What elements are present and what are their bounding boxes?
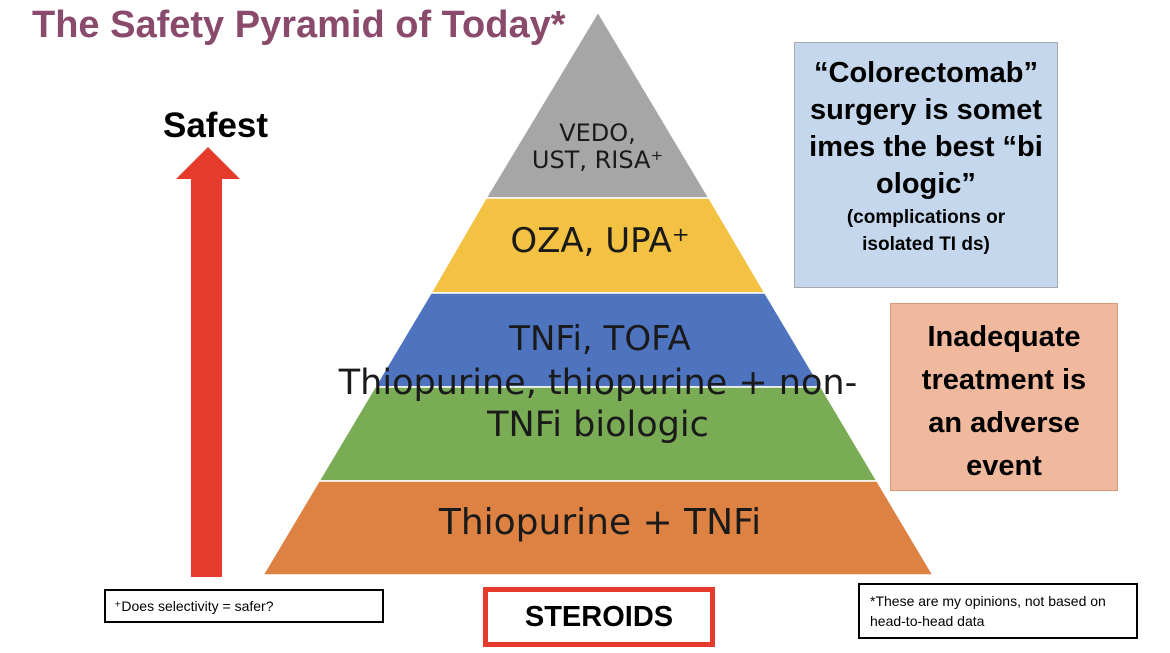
tier-bottom-label: Thiopurine + TNFi	[438, 502, 762, 543]
opinion-footnote: *These are my opinions, not based on hea…	[858, 583, 1138, 639]
adverse-event-text: Inadequate treatment is an adverse event	[921, 321, 1087, 482]
arrow-head	[176, 147, 240, 179]
tier-top-label-line2: UST, RISA⁺	[531, 145, 664, 174]
tier-3-label: TNFi, TOFA	[509, 319, 691, 359]
tier-bottom	[261, 480, 935, 576]
tier-top-label: VEDO, UST, RISA⁺	[500, 120, 695, 174]
tier-top-label-line1: VEDO,	[559, 119, 636, 147]
surgery-callout-sub: (complications or isolated TI ds)	[846, 207, 1006, 256]
safest-label: Safest	[163, 106, 269, 145]
surgery-callout: “Colorectomab” surgery is sometimes the …	[794, 42, 1058, 288]
page-title: The Safety Pyramid of Today*	[32, 4, 566, 46]
tier-4-label: Thiopurine, thiopurine + non-TNFi biolog…	[338, 363, 858, 445]
tier-2-label: OZA, UPA⁺	[510, 221, 690, 261]
selectivity-footnote: ⁺Does selectivity = safer?	[104, 589, 384, 623]
tier-4-label-clip: Thiopurine, thiopurine + non-TNFi biolog…	[318, 362, 878, 478]
steroids-box: STEROIDS	[483, 587, 715, 647]
adverse-event-callout: Inadequate treatment is an adverse event	[890, 303, 1118, 491]
safety-arrow	[176, 147, 240, 577]
arrow-shaft	[191, 178, 222, 577]
surgery-callout-main: “Colorectomab” surgery is sometimes the …	[809, 57, 1043, 201]
